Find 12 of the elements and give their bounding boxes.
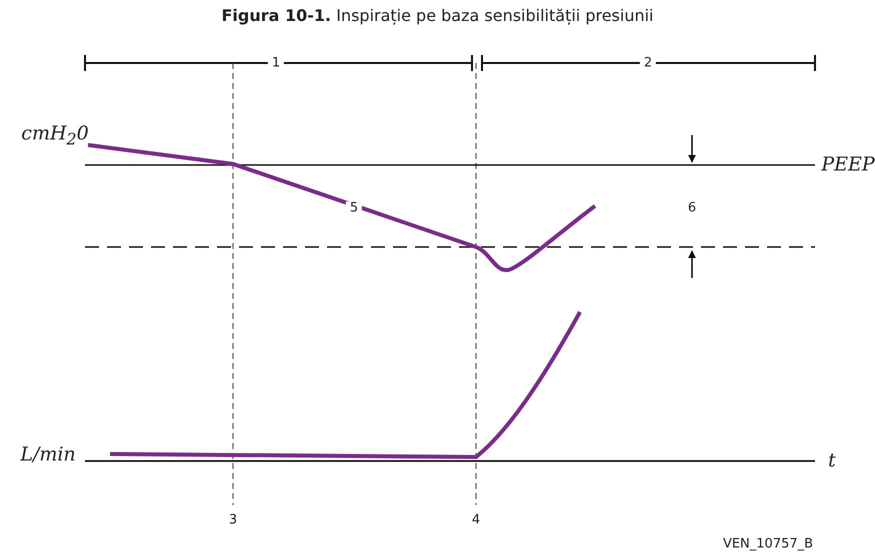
- callout-number: 3: [228, 514, 238, 526]
- callout-number: 2: [640, 56, 656, 70]
- axis-unit-label: L/min: [20, 446, 76, 464]
- figure-title: Figura 10-1. Inspirație pe baza sensibilității presiunii: [220, 6, 654, 25]
- figure-code: VEN_10757_B: [722, 538, 814, 550]
- callout-number: 5: [346, 202, 362, 214]
- axis-unit-label: cmH$_{2}$0: [21, 124, 89, 148]
- callout-number: 4: [472, 514, 480, 526]
- callout-number: 1: [268, 56, 284, 70]
- callout-number: 6: [688, 202, 696, 214]
- axis-label: PEEP: [821, 156, 875, 174]
- axis-label: t: [828, 452, 836, 470]
